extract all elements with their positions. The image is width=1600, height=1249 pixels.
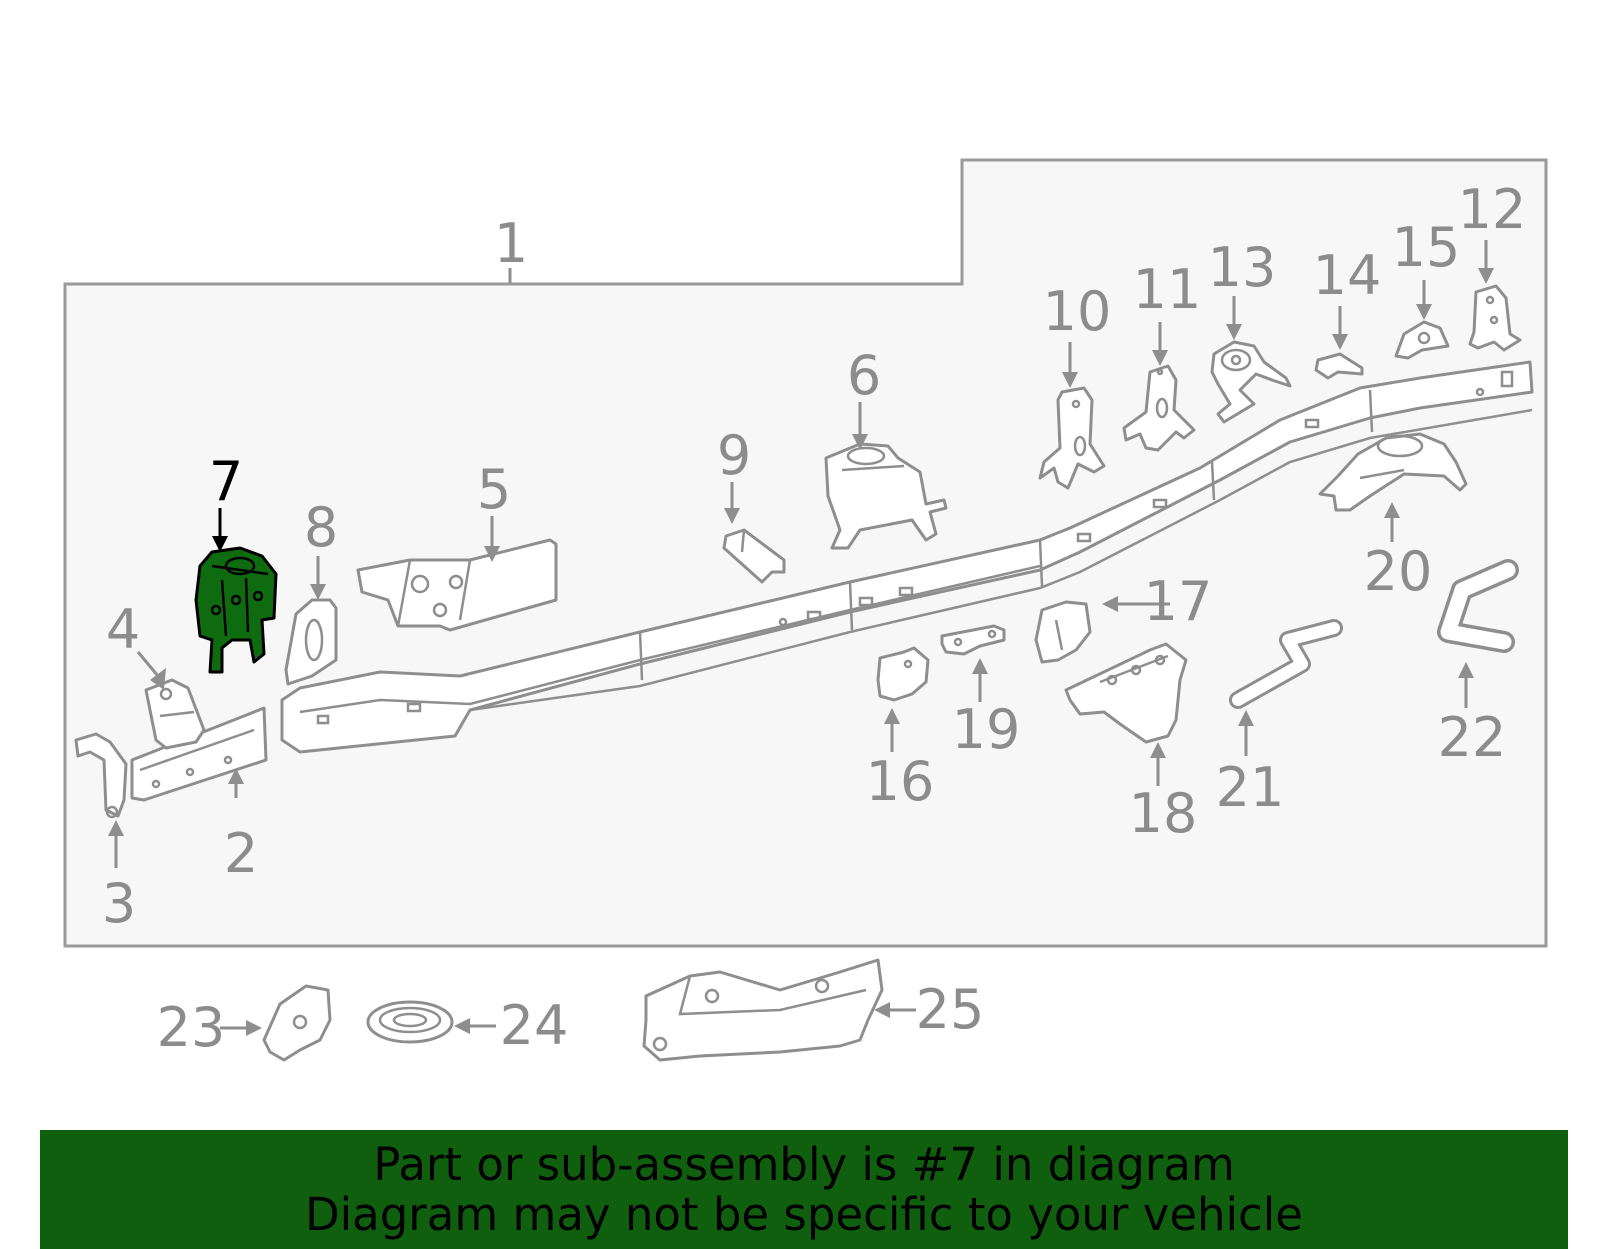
- callout-15: 15: [1392, 216, 1461, 279]
- callout-4: 4: [106, 598, 140, 661]
- callout-1: 1: [494, 212, 528, 275]
- part-3-shape: [74, 732, 128, 819]
- assembly-boundary: [63, 158, 1548, 948]
- part-14-shape: [1314, 352, 1364, 380]
- callout-7: 7: [209, 450, 243, 513]
- part-24-shape: [366, 1000, 454, 1044]
- callout-17: 17: [1144, 570, 1213, 633]
- callout-16: 16: [866, 750, 935, 813]
- callout-13: 13: [1208, 236, 1277, 299]
- frame-rail: [280, 360, 1534, 754]
- callout-2: 2: [224, 822, 258, 885]
- part-23-shape: [262, 984, 332, 1062]
- part-2-shape: [130, 706, 268, 802]
- part-19-shape: [940, 624, 1006, 656]
- part-22-shape: [1437, 559, 1519, 653]
- callout-24: 24: [500, 994, 569, 1057]
- callout-14: 14: [1313, 244, 1382, 307]
- callout-labels: 1 2 3 4 5 6 7 8 9 10 11 12 13 14 15 16 1…: [102, 178, 1527, 1059]
- callout-6: 6: [847, 344, 881, 407]
- banner-line-disclaimer: Diagram may not be specific to your vehi…: [305, 1188, 1303, 1241]
- callout-23: 23: [157, 996, 226, 1059]
- callout-11: 11: [1133, 258, 1202, 321]
- banner-line-part: Part or sub-assembly is #7 in diagram: [373, 1138, 1235, 1191]
- part-12-shape: [1468, 284, 1522, 352]
- part-25-shape: [642, 958, 884, 1062]
- part-16-shape: [876, 646, 930, 702]
- callout-9: 9: [717, 424, 751, 487]
- callout-19: 19: [952, 698, 1021, 761]
- part-18-shape: [1064, 642, 1188, 744]
- callout-21: 21: [1216, 756, 1285, 819]
- part-4-shape: [144, 678, 206, 750]
- part-17-shape: [1034, 600, 1092, 664]
- part-21-shape: [1229, 619, 1343, 709]
- info-banner: Part or sub-assembly is #7 in diagram Di…: [40, 1130, 1568, 1249]
- part-7-shape: [194, 546, 278, 674]
- part-15-shape: [1394, 320, 1450, 360]
- callout-3: 3: [102, 872, 136, 935]
- part-13-shape: [1210, 340, 1292, 424]
- part-10-shape: [1038, 386, 1106, 490]
- part-20-shape: [1318, 432, 1468, 512]
- callout-10: 10: [1043, 280, 1112, 343]
- callout-12: 12: [1458, 178, 1527, 241]
- leader-lines: [108, 240, 1494, 1036]
- callout-18: 18: [1129, 782, 1198, 845]
- callout-22: 22: [1438, 706, 1507, 769]
- part-11-shape: [1122, 364, 1196, 452]
- part-9-shape: [722, 528, 786, 584]
- callout-25: 25: [916, 978, 985, 1041]
- part-5-shape: [356, 538, 558, 632]
- callout-5: 5: [477, 458, 511, 521]
- callout-20: 20: [1364, 540, 1433, 603]
- part-6-shape: [824, 442, 948, 550]
- callout-8: 8: [304, 496, 338, 559]
